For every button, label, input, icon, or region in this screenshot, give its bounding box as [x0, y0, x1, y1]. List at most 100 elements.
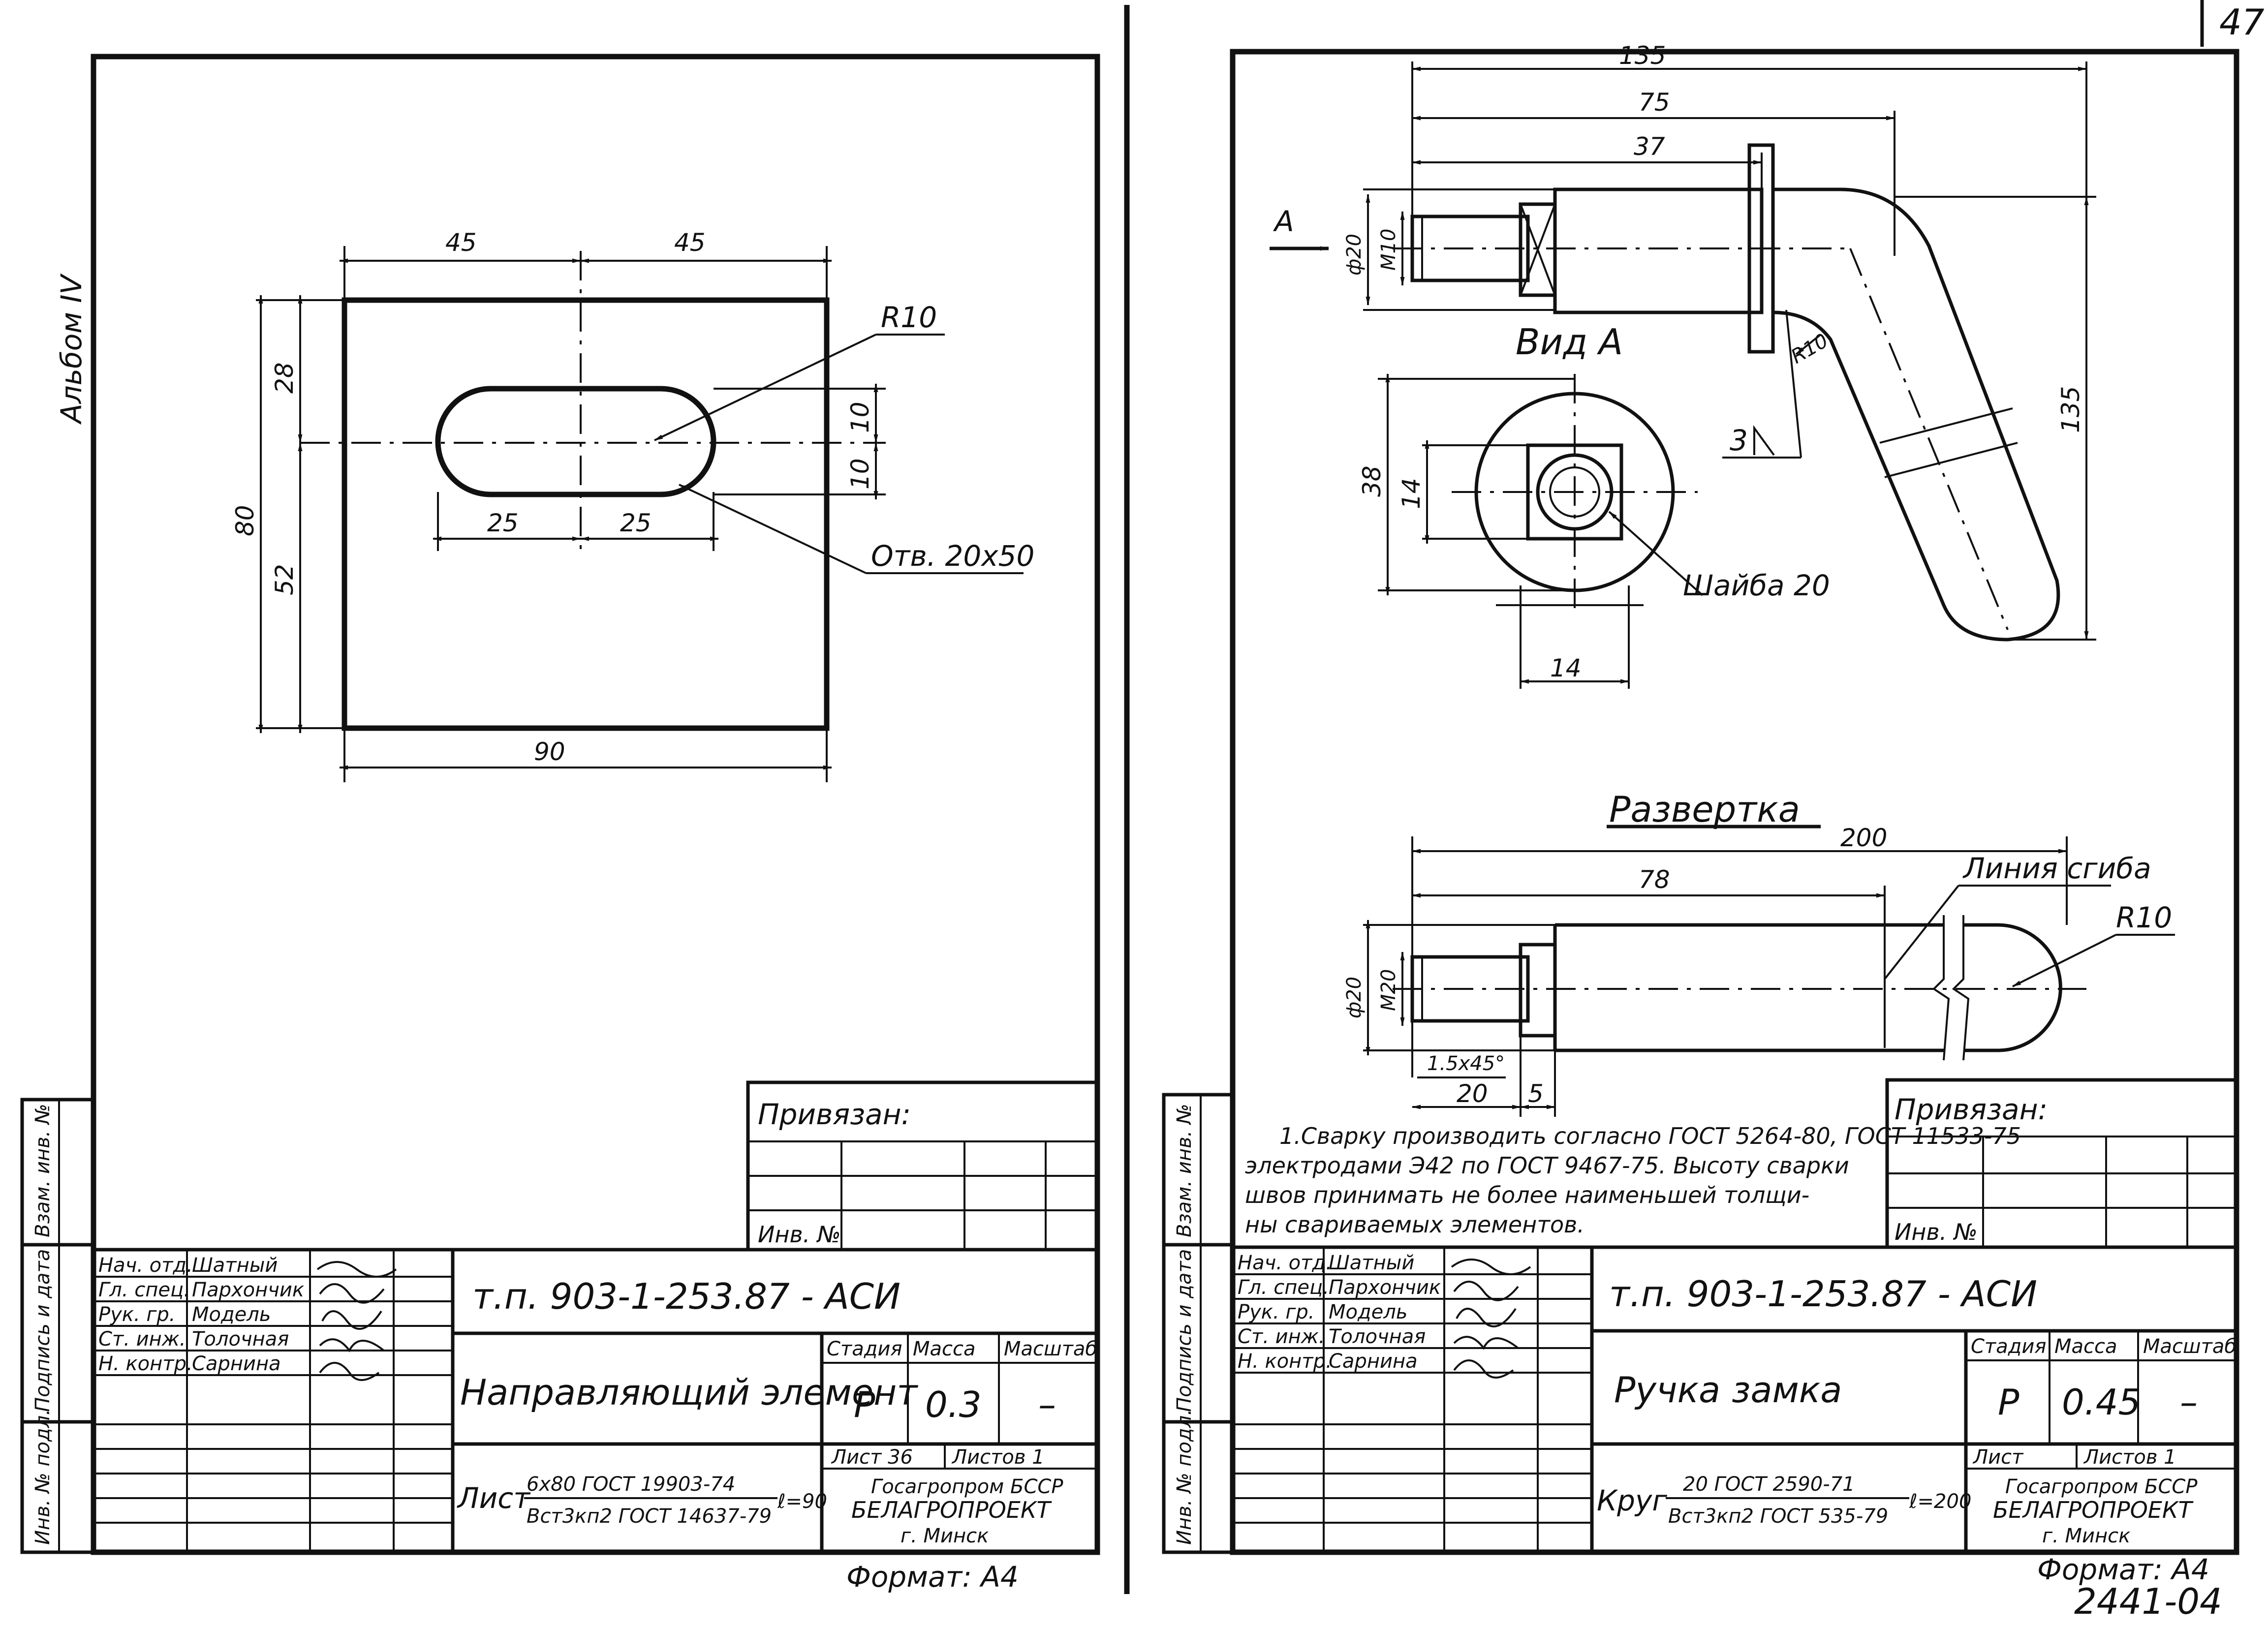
guide-plate-drawing: 45 45 90 80 28 52 10 10: [231, 228, 1034, 782]
slot-outline: [435, 386, 716, 497]
role-4: Ст. инж.: [98, 1328, 186, 1351]
dim-20: 20: [1457, 1079, 1488, 1108]
note-line-4: ны свариваемых элементов.: [1245, 1211, 1584, 1238]
material-bottom: Вст3кп2 ГОСТ 14637-79: [527, 1505, 772, 1528]
right-side-strip: Взам. инв. № Подпись и дата Инв. № подл.: [1162, 1093, 1235, 1554]
material-length: ℓ=90: [777, 1490, 827, 1513]
dim-200: 200: [1840, 824, 1887, 852]
left-side-strip: Взам. инв. № Подпись и дата Инв. № подл.: [20, 1098, 95, 1554]
right-title-block: Нач. отд. Гл. спец. Рук. гр. Ст. инж. Н.…: [1231, 1245, 2238, 1554]
dim-14-left: 14: [1397, 478, 1426, 509]
right-privyazan-box: Привязан: Инв. №: [1885, 1078, 2238, 1249]
material-top: 6х80 ГОСТ 19903-74: [527, 1473, 735, 1496]
signatures: [316, 1261, 397, 1381]
r-sheet-no: Лист: [1972, 1446, 2024, 1469]
dim-135-vert: 135: [2056, 386, 2085, 433]
mass-header: Масса: [913, 1338, 976, 1360]
name-1: Шатный: [192, 1254, 278, 1277]
dim-75: 75: [1639, 88, 1670, 117]
page-number: 47: [2219, 1, 2265, 43]
thread-label: М10: [1377, 229, 1400, 271]
plate-outline: [342, 297, 830, 731]
dim-25-b: 25: [620, 509, 652, 537]
r-signatures: [1451, 1259, 1531, 1379]
format-left: Формат: А4: [846, 1560, 1019, 1594]
weld-label: 3: [1730, 424, 1748, 457]
dia-label: ф20: [1343, 234, 1366, 276]
dim-80: 80: [231, 505, 259, 536]
r-privyazan-label: Привязан:: [1895, 1093, 2048, 1126]
role-2: Гл. спец.: [98, 1279, 190, 1301]
r-role-5: Н. контр.: [1238, 1350, 1332, 1373]
note-line-2: электродами Э42 по ГОСТ 9467-75. Высоту …: [1245, 1152, 1849, 1179]
scale-header: Масштаб: [1004, 1338, 1097, 1360]
r-name-4: Толочная: [1329, 1325, 1426, 1348]
handle-drawing: 135 75 37 ф20 М10 А В: [1270, 41, 2096, 689]
r-material-top: 20 ГОСТ 2590-71: [1683, 1473, 1855, 1496]
view-a-label: Вид А: [1516, 321, 1623, 363]
material-prefix: Лист: [457, 1481, 531, 1515]
sheet-count: Листов 1: [951, 1446, 1045, 1469]
stage-value: Р: [854, 1384, 875, 1425]
privyazan-label: Привязан:: [758, 1098, 911, 1131]
r-role-1: Нач. отд.: [1238, 1252, 1332, 1274]
razvertka-title: Развертка: [1609, 789, 1800, 830]
r-material-bottom: Вст3кп2 ГОСТ 535-79: [1668, 1505, 1888, 1528]
razvertka-drawing: Развертка 200 78 Линия сгиба R10: [1343, 789, 2175, 1117]
dim-90: 90: [534, 737, 565, 766]
r-stage-header: Стадия: [1971, 1335, 2046, 1358]
r-name-5: Сарнина: [1329, 1350, 1418, 1373]
sheet-no: Лист 36: [831, 1446, 913, 1469]
r-side-label-1: Взам. инв. №: [1173, 1104, 1196, 1237]
chamfer-label: 1.5х45°: [1427, 1052, 1505, 1075]
dim-52: 52: [270, 564, 299, 595]
weld-note: 1.Сварку производить согласно ГОСТ 5264-…: [1245, 1123, 2021, 1238]
doc-code-right: т.п. 903-1-253.87 - АСИ: [1609, 1273, 2037, 1315]
r-mass-header: Масса: [2054, 1335, 2117, 1358]
left-sheet: Альбом IV 45 45 90 80: [20, 54, 1100, 1594]
name-3: Модель: [192, 1303, 271, 1326]
razvertka-dia: ф20: [1343, 977, 1366, 1018]
r-material-prefix: Круг: [1597, 1484, 1667, 1517]
role-3: Рук. гр.: [98, 1303, 176, 1326]
scale-value: –: [1038, 1384, 1056, 1425]
org-2: БЕЛАГРОПРОЕКТ: [851, 1497, 1053, 1523]
washer-label: Шайба 20: [1683, 569, 1830, 602]
hole-label: Отв. 20х50: [871, 539, 1034, 573]
name-2: Пархончик: [192, 1279, 304, 1301]
r-sheet-count: Листов 1: [2083, 1446, 2176, 1469]
dim-10-b: 10: [846, 458, 874, 490]
dim-5: 5: [1528, 1079, 1544, 1108]
role-1: Нач. отд.: [98, 1254, 193, 1277]
r-side-label-3: Инв. № подл.: [1173, 1409, 1196, 1545]
r-scale-value: –: [2180, 1382, 2198, 1423]
dim-10-a: 10: [846, 401, 874, 433]
radius-label: R10: [881, 301, 937, 334]
r-side-label-2: Подпись и дата: [1173, 1249, 1196, 1412]
r-name-2: Пархончик: [1329, 1276, 1441, 1299]
razvertka-radius-label: R10: [2116, 901, 2172, 934]
doc-code: 2441-04: [2074, 1581, 2222, 1622]
dim-78: 78: [1639, 865, 1670, 894]
rod-body: [1553, 187, 1764, 314]
dim-38: 38: [1358, 465, 1386, 497]
right-sheet: 135 75 37 ф20 М10 А В: [1162, 41, 2239, 1586]
bent-rod: [1772, 187, 2060, 642]
note-line-3: швов принимать не более наименьшей толщи…: [1245, 1182, 1809, 1208]
view-arrow-label: А: [1273, 205, 1294, 238]
r-name-1: Шатный: [1329, 1252, 1414, 1274]
format-right: Формат: А4: [2037, 1553, 2209, 1586]
title-left: Направляющий элемент: [460, 1372, 918, 1413]
r-scale-header: Масштаб: [2143, 1335, 2237, 1358]
r-org-3: г. Минск: [2042, 1525, 2130, 1547]
inv-no-label: Инв. №: [758, 1221, 841, 1248]
r-stage-value: Р: [1998, 1382, 2019, 1423]
side-label-2: Подпись и дата: [31, 1249, 54, 1412]
mass-value: 0.3: [925, 1384, 982, 1425]
dim-135-top: 135: [1619, 41, 1666, 70]
r-mass-value: 0.45: [2062, 1382, 2141, 1423]
org-1: Госагропром БССР: [871, 1475, 1063, 1498]
r-inv-no-label: Инв. №: [1895, 1219, 1978, 1245]
name-5: Сарнина: [192, 1352, 281, 1375]
